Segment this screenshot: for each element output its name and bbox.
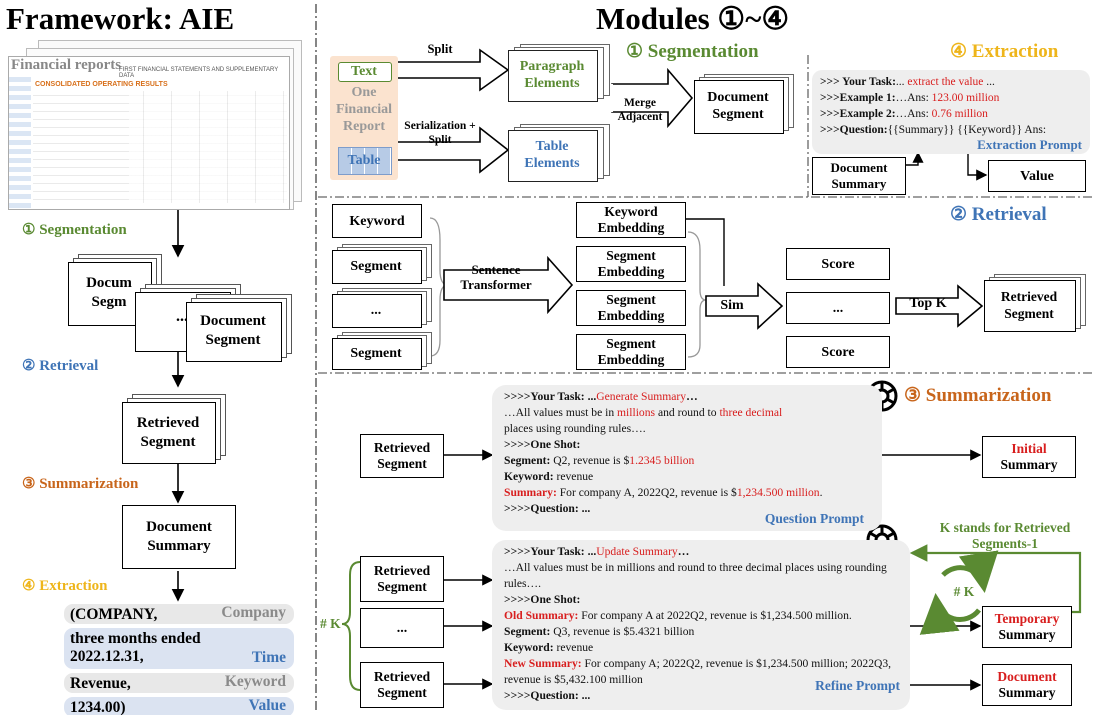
sim-arrow bbox=[705, 282, 784, 330]
k-brace-label: # K bbox=[320, 616, 341, 631]
retrieval-title: ② Retrieval bbox=[950, 204, 1047, 225]
document-segment-stack-right: Document Segment bbox=[694, 74, 794, 138]
extraction-title: ④ Extraction bbox=[950, 41, 1059, 62]
tuple-tag: Value bbox=[248, 697, 286, 714]
score-box-1: Score bbox=[786, 248, 890, 280]
segment-embedding-box-3: Segment Embedding bbox=[576, 334, 686, 370]
extraction-prompt-line: >>>Question:{{Summary}} {{Keyword}} Ans: bbox=[820, 124, 1047, 136]
tuple-value: (COMPANY, bbox=[70, 606, 158, 623]
k-loop-label: # K bbox=[953, 584, 975, 599]
question-prompt-box: >>>>Your Task: ...Generate Summary… …All… bbox=[492, 385, 882, 531]
merge-arrow bbox=[611, 67, 694, 129]
sum-retrieved-segment-2: Retrieved Segment bbox=[360, 556, 444, 602]
score-box-2: Score bbox=[786, 336, 890, 368]
keyword-embedding-box: Keyword Embedding bbox=[576, 202, 686, 238]
left-step-retrieval: ② Retrieval bbox=[22, 358, 99, 374]
tuple-tag: Company bbox=[221, 604, 286, 621]
split-label: Split bbox=[427, 42, 453, 56]
merge-label: Merge Adjacent bbox=[617, 97, 663, 123]
tuple-tag: Keyword bbox=[224, 673, 286, 690]
sentence-transformer-arrow bbox=[443, 255, 574, 315]
paragraph-elements-stack: Paragraph Elements bbox=[508, 44, 612, 106]
topk-arrow bbox=[895, 284, 984, 328]
segment-stack-2: Segment bbox=[332, 332, 432, 374]
k-note: K stands for Retrieved Segments-1 bbox=[939, 520, 1071, 551]
embed-brace bbox=[687, 231, 707, 358]
tuple-value: 1234.00) bbox=[70, 699, 126, 715]
tuple-tag: Time bbox=[251, 649, 286, 666]
segmentation-title: ① Segmentation bbox=[626, 41, 759, 62]
segment-stack-1: Segment bbox=[332, 244, 432, 286]
segment-embedding-box-1: Segment Embedding bbox=[576, 246, 686, 282]
extraction-prompt-line: >>>Example 1:…Ans: 123.00 million bbox=[820, 92, 1000, 104]
tuple-value: three months ended 2022.12.31, bbox=[70, 630, 201, 665]
sum-retrieved-segment-1: Retrieved Segment bbox=[360, 434, 444, 478]
segment-embedding-box-2: Segment Embedding bbox=[576, 290, 686, 326]
sum-ellipsis-box: ... bbox=[360, 608, 444, 648]
question-prompt-label: Question Prompt bbox=[764, 511, 864, 526]
modules-title: Modules ①~④ bbox=[596, 1, 790, 36]
sentence-transformer-label: Sentence Transformer bbox=[460, 262, 532, 292]
sim-label: Sim bbox=[720, 298, 744, 313]
framework-title: Framework: AIE bbox=[6, 1, 235, 36]
left-step-summarization: ③ Summarization bbox=[22, 476, 139, 492]
sum-retrieved-segment-3: Retrieved Segment bbox=[360, 662, 444, 708]
refine-prompt-label: Refine Prompt bbox=[815, 678, 900, 693]
extraction-prompt-line: >>>Example 2:…Ans: 0.76 million bbox=[820, 108, 988, 120]
keyword-box: Keyword bbox=[332, 204, 422, 238]
serialization-label: Serialization + Split bbox=[404, 120, 476, 146]
report-title: Financial reports bbox=[11, 57, 122, 73]
summarization-title: ③ Summarization bbox=[904, 385, 1052, 406]
left-document-summary: Document Summary bbox=[122, 505, 236, 569]
one-financial-report-box: Text One Financial Report Table bbox=[330, 56, 398, 180]
extraction-tuple-row: 1234.00) Value bbox=[64, 697, 294, 715]
tuple-value: Revenue, bbox=[70, 675, 131, 692]
extraction-tuple-row: Revenue, Keyword bbox=[64, 673, 294, 693]
topk-label: Top K bbox=[909, 296, 947, 311]
report-page: Financial reports FIRST FINANCIAL STATEM… bbox=[8, 56, 290, 210]
left-step-extraction: ④ Extraction bbox=[22, 578, 108, 594]
extraction-tuple-row: (COMPANY, Company bbox=[64, 604, 294, 624]
retrieved-segment-stack-right: Retrieved Segment bbox=[984, 274, 1088, 336]
extraction-document-summary: Document Summary bbox=[812, 157, 906, 195]
segment-stack-ellipsis: ... bbox=[332, 288, 432, 330]
extraction-prompt-line: >>> Your Task:... extract the value ... bbox=[820, 76, 995, 88]
openai-logo-question bbox=[866, 380, 898, 412]
extraction-value: Value bbox=[988, 160, 1086, 192]
refine-prompt-box: >>>>Your Task: ...Update Summary… …All v… bbox=[492, 540, 910, 710]
table-elements-stack: Table Elements bbox=[508, 124, 612, 186]
financial-report-thumbnail: Financial reports FIRST FINANCIAL STATEM… bbox=[8, 40, 306, 210]
left-step-segmentation: ① Segmentation bbox=[22, 222, 127, 238]
retrieved-segment-stack-left: Retrieved Segment bbox=[122, 394, 226, 464]
score-box-ellipsis: ... bbox=[786, 292, 890, 324]
k-brace bbox=[341, 561, 361, 691]
serialization-arrow bbox=[391, 126, 510, 174]
extraction-prompt-box: >>> Your Task:... extract the value ... >… bbox=[812, 70, 1090, 154]
split-arrow bbox=[391, 48, 510, 92]
document-segment-stack-3: Document Segment bbox=[186, 294, 292, 362]
extraction-tuple-row: three months ended 2022.12.31, Time bbox=[64, 628, 294, 669]
k-loop-icon bbox=[941, 550, 999, 593]
